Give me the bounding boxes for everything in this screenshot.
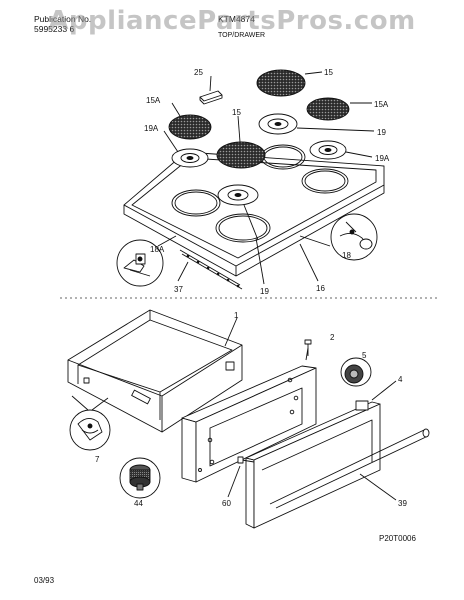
print-date: 03/93 (34, 576, 55, 585)
callout-39: 39 (398, 499, 407, 508)
handle-39 (269, 428, 430, 509)
callout-16: 16 (316, 284, 325, 293)
callout-15-top: 15 (324, 68, 333, 77)
detail-18A (116, 239, 164, 287)
callout-37: 37 (174, 285, 183, 294)
callout-18: 18 (342, 251, 351, 260)
callout-7: 7 (95, 455, 100, 464)
detail-7 (69, 409, 111, 451)
screw-top (304, 339, 312, 356)
section-title: TOP/DRAWER (218, 32, 266, 39)
callout-labels: 25 15 15A 15A 15 19 19A 19A 18A 18 37 19… (95, 68, 407, 508)
callout-5: 5 (362, 351, 367, 360)
detail-44 (119, 457, 161, 499)
drawing-code: P20T0006 (379, 534, 416, 543)
cooktop (123, 144, 385, 277)
callout-19A-right: 19A (375, 154, 390, 163)
callout-15-center: 15 (232, 108, 241, 117)
surface-element-15-center (216, 141, 266, 169)
callout-1: 1 (234, 311, 239, 320)
screw-60 (237, 456, 255, 464)
surface-element-15A-right (306, 97, 350, 121)
surface-element-15A-left (168, 114, 212, 140)
callout-15A-left: 15A (146, 96, 161, 105)
callout-4: 4 (398, 375, 403, 384)
receptacle-19-right (258, 113, 298, 135)
detail-18 (330, 213, 378, 261)
publication-label: Publication No. (34, 14, 92, 24)
callout-18A: 18A (150, 245, 165, 254)
callout-2: 2 (330, 333, 335, 342)
model-number: KTM4874 (218, 14, 255, 24)
publication-number: 5995233 6 (34, 24, 75, 34)
callout-25: 25 (194, 68, 203, 77)
receptacle-19-left (217, 184, 259, 206)
drawer-body-1 (67, 309, 243, 433)
grommet-5 (340, 357, 372, 387)
callout-15A-right: 15A (374, 100, 389, 109)
watermark: AppliancePartsPros.com (48, 6, 416, 36)
surface-element-15-top (256, 69, 306, 97)
callout-44: 44 (134, 499, 143, 508)
receptacle-19A-right (309, 140, 347, 160)
receptacle-19A-left (171, 148, 209, 168)
drawer-panel-2 (181, 365, 317, 483)
callout-60: 60 (222, 499, 231, 508)
callout-19A-left: 19A (144, 124, 159, 133)
callout-19-bottom: 19 (260, 287, 269, 296)
terminal-block-25 (199, 90, 223, 105)
strip-37 (179, 249, 243, 290)
callout-19-right: 19 (377, 128, 386, 137)
